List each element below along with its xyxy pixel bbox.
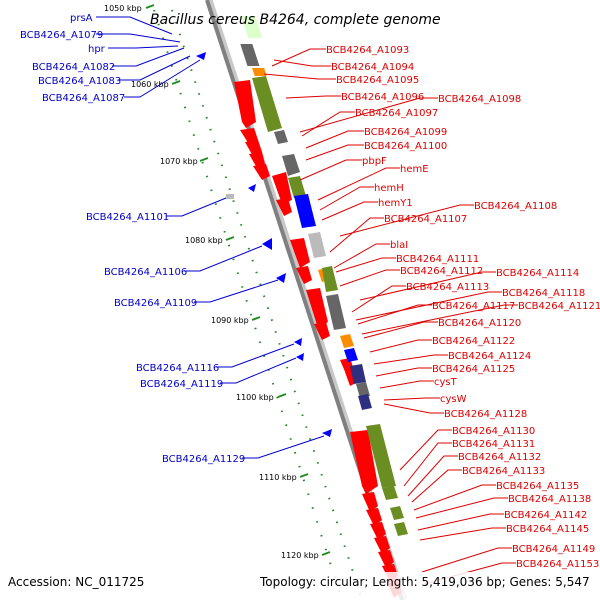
gene-label: BCB4264_A1119 xyxy=(140,379,223,390)
gene-label: BCB4264_A1087 xyxy=(42,93,125,104)
right-leaders xyxy=(263,48,518,585)
gene-label: BCB4264_A1100 xyxy=(364,141,447,152)
gene-label: BCB4264_A1120 xyxy=(438,318,521,329)
gene-label: BCB4264_A1117 xyxy=(432,301,515,312)
genome-title: Bacillus cereus B4264, complete genome xyxy=(150,12,441,28)
gene-label: BCB4264_A1096 xyxy=(341,92,424,103)
gene-label: BCB4264_A1114 xyxy=(496,268,579,279)
gene-label: hemY1 xyxy=(378,198,413,209)
gene-reverse xyxy=(294,338,302,346)
left-labels: prsA BCB4264_A1079 hpr BCB4264_A1082 BCB… xyxy=(20,13,245,465)
tick-mark xyxy=(251,316,261,321)
gene-label: BCB4264_A1138 xyxy=(508,494,591,505)
gene-reverse xyxy=(262,238,272,250)
gene-label: BCB4264_A1108 xyxy=(474,201,557,212)
tick-label: 1080 kbp xyxy=(185,236,223,245)
gene-label: BCB4264_A1113 xyxy=(406,282,489,293)
gene-label: BCB4264_A1106 xyxy=(104,267,187,278)
gene-label: BCB4264_A1132 xyxy=(458,452,541,463)
gene-label: BCB4264_A1125 xyxy=(432,364,515,375)
gene-label: BCB4264_A1131 xyxy=(452,439,535,450)
gene-label: BCB4264_A1079 xyxy=(20,30,103,41)
gene-label: BCB4264_A1083 xyxy=(38,76,121,87)
gene-label: hemH xyxy=(374,183,404,194)
gene-label: BCB4264_A1116 xyxy=(136,363,219,374)
tick-mark xyxy=(321,551,331,556)
gene-label: pbpF xyxy=(362,156,387,167)
tick-label: 1090 kbp xyxy=(211,316,249,325)
cog-blocks xyxy=(240,16,408,536)
tick-labels: 1050 kbp 1060 kbp 1070 kbp 1080 kbp 1090… xyxy=(104,4,319,560)
tick-marks xyxy=(145,4,331,556)
gene-label: BCB4264_A1128 xyxy=(444,409,527,420)
gene-label: BCB4264_A1094 xyxy=(331,62,414,73)
gene-label: BCB4264_A1082 xyxy=(32,62,115,73)
gene-label: BCB4264_A1097 xyxy=(355,108,438,119)
gene-label: BCB4264_A1111 xyxy=(396,254,479,265)
gene-label: prsA xyxy=(70,13,93,24)
gene-label: BCB4264_A1121 xyxy=(518,301,600,312)
tick-label: 1100 kbp xyxy=(236,393,274,402)
gene-label: BCB4264_A1129 xyxy=(162,454,245,465)
gene-label: BCB4264_A1098 xyxy=(438,94,521,105)
gene-label: BCB4264_A1133 xyxy=(462,466,545,477)
gene-label: blaI xyxy=(390,240,408,251)
gene-label: hpr xyxy=(88,44,106,55)
footer-bg xyxy=(0,572,600,600)
gene-label: BCB4264_A1118 xyxy=(502,288,585,299)
accession-text: Accession: NC_011725 xyxy=(8,575,144,589)
tick-mark xyxy=(145,4,155,9)
tick-mark xyxy=(225,236,235,241)
gene-label: BCB4264_A1145 xyxy=(506,524,589,535)
gene-label: BCB4264_A1130 xyxy=(452,426,535,437)
gene-label: BCB4264_A1099 xyxy=(364,127,447,138)
gene-label: BCB4264_A1124 xyxy=(448,351,531,362)
gene-label: BCB4264_A1149 xyxy=(512,544,595,555)
gene-label: BCB4264_A1095 xyxy=(336,75,419,86)
tick-label: 1060 kbp xyxy=(131,80,169,89)
right-labels: BCB4264_A1093 BCB4264_A1094 BCB4264_A109… xyxy=(326,45,600,570)
left-leaders xyxy=(96,16,325,459)
tick-label: 1120 kbp xyxy=(281,551,319,560)
gene-reverse xyxy=(322,429,332,437)
tick-mark xyxy=(299,473,309,478)
gene-gray xyxy=(226,194,234,199)
gene-label: BCB4264_A1135 xyxy=(496,481,579,492)
gene-reverse xyxy=(296,353,304,361)
gene-reverse xyxy=(196,52,206,60)
gene-label: BCB4264_A1093 xyxy=(326,45,409,56)
tick-mark xyxy=(277,393,287,398)
tick-label: 1050 kbp xyxy=(104,4,142,13)
gene-reverse xyxy=(248,184,256,192)
gene-label: BCB4264_A1107 xyxy=(384,214,467,225)
gene-label: BCB4264_A1122 xyxy=(432,336,515,347)
gene-label: hemE xyxy=(400,164,429,175)
gene-label: BCB4264_A1153 xyxy=(516,559,599,570)
tick-label: 1110 kbp xyxy=(259,473,297,482)
gene-label: cysW xyxy=(440,394,467,405)
tick-mark xyxy=(199,157,209,162)
gene-label: cysT xyxy=(434,377,458,388)
gene-reverse xyxy=(276,273,286,283)
gene-label: BCB4264_A1142 xyxy=(504,510,587,521)
genome-summary: Topology: circular; Length: 5,419,036 bp… xyxy=(259,575,590,589)
gene-label: BCB4264_A1101 xyxy=(86,212,169,223)
tick-label: 1070 kbp xyxy=(160,157,198,166)
gene-label: BCB4264_A1112 xyxy=(400,266,483,277)
gene-label: BCB4264_A1109 xyxy=(114,298,197,309)
tick-mark xyxy=(171,80,181,85)
